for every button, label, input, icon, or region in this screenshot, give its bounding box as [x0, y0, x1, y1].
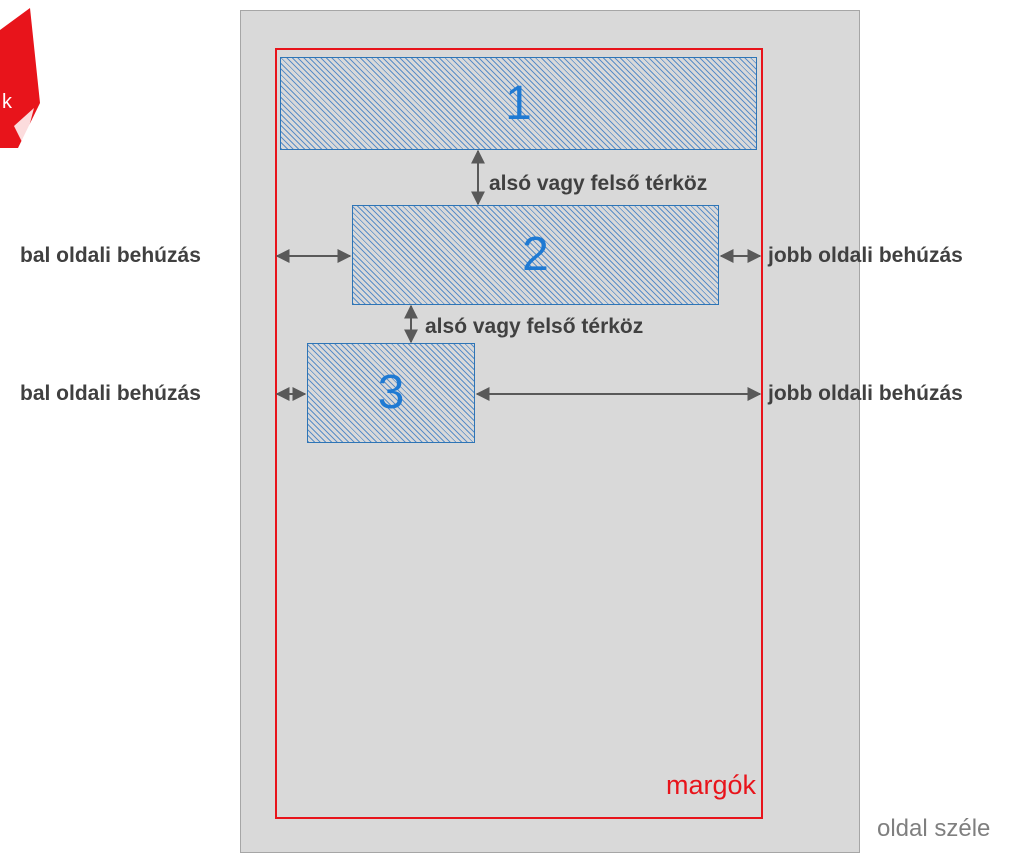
left-indent-label-1: bal oldali behúzás — [20, 244, 201, 267]
spacing-label-1: alsó vagy felső térköz — [489, 172, 708, 195]
page-edge-label: oldal széle — [877, 815, 991, 842]
right-indent-label-1: jobb oldali behúzás — [768, 244, 963, 267]
paragraph-block-3: 3 — [307, 343, 475, 443]
block-number-2: 2 — [522, 228, 549, 281]
spacing-label-2: alsó vagy felső térköz — [425, 315, 644, 338]
paragraph-block-2: 2 — [352, 205, 719, 305]
left-indent-label-2: bal oldali behúzás — [20, 382, 201, 405]
block-number-1: 1 — [505, 76, 532, 130]
paragraph-block-1: 1 — [280, 57, 757, 150]
margins-label: margók — [665, 770, 756, 800]
margins-box — [275, 48, 763, 819]
right-indent-label-2: jobb oldali behúzás — [768, 382, 963, 405]
corner-tag-letter: k — [2, 91, 13, 113]
corner-tag-graphic: k — [0, 8, 40, 148]
block-number-3: 3 — [377, 366, 405, 419]
